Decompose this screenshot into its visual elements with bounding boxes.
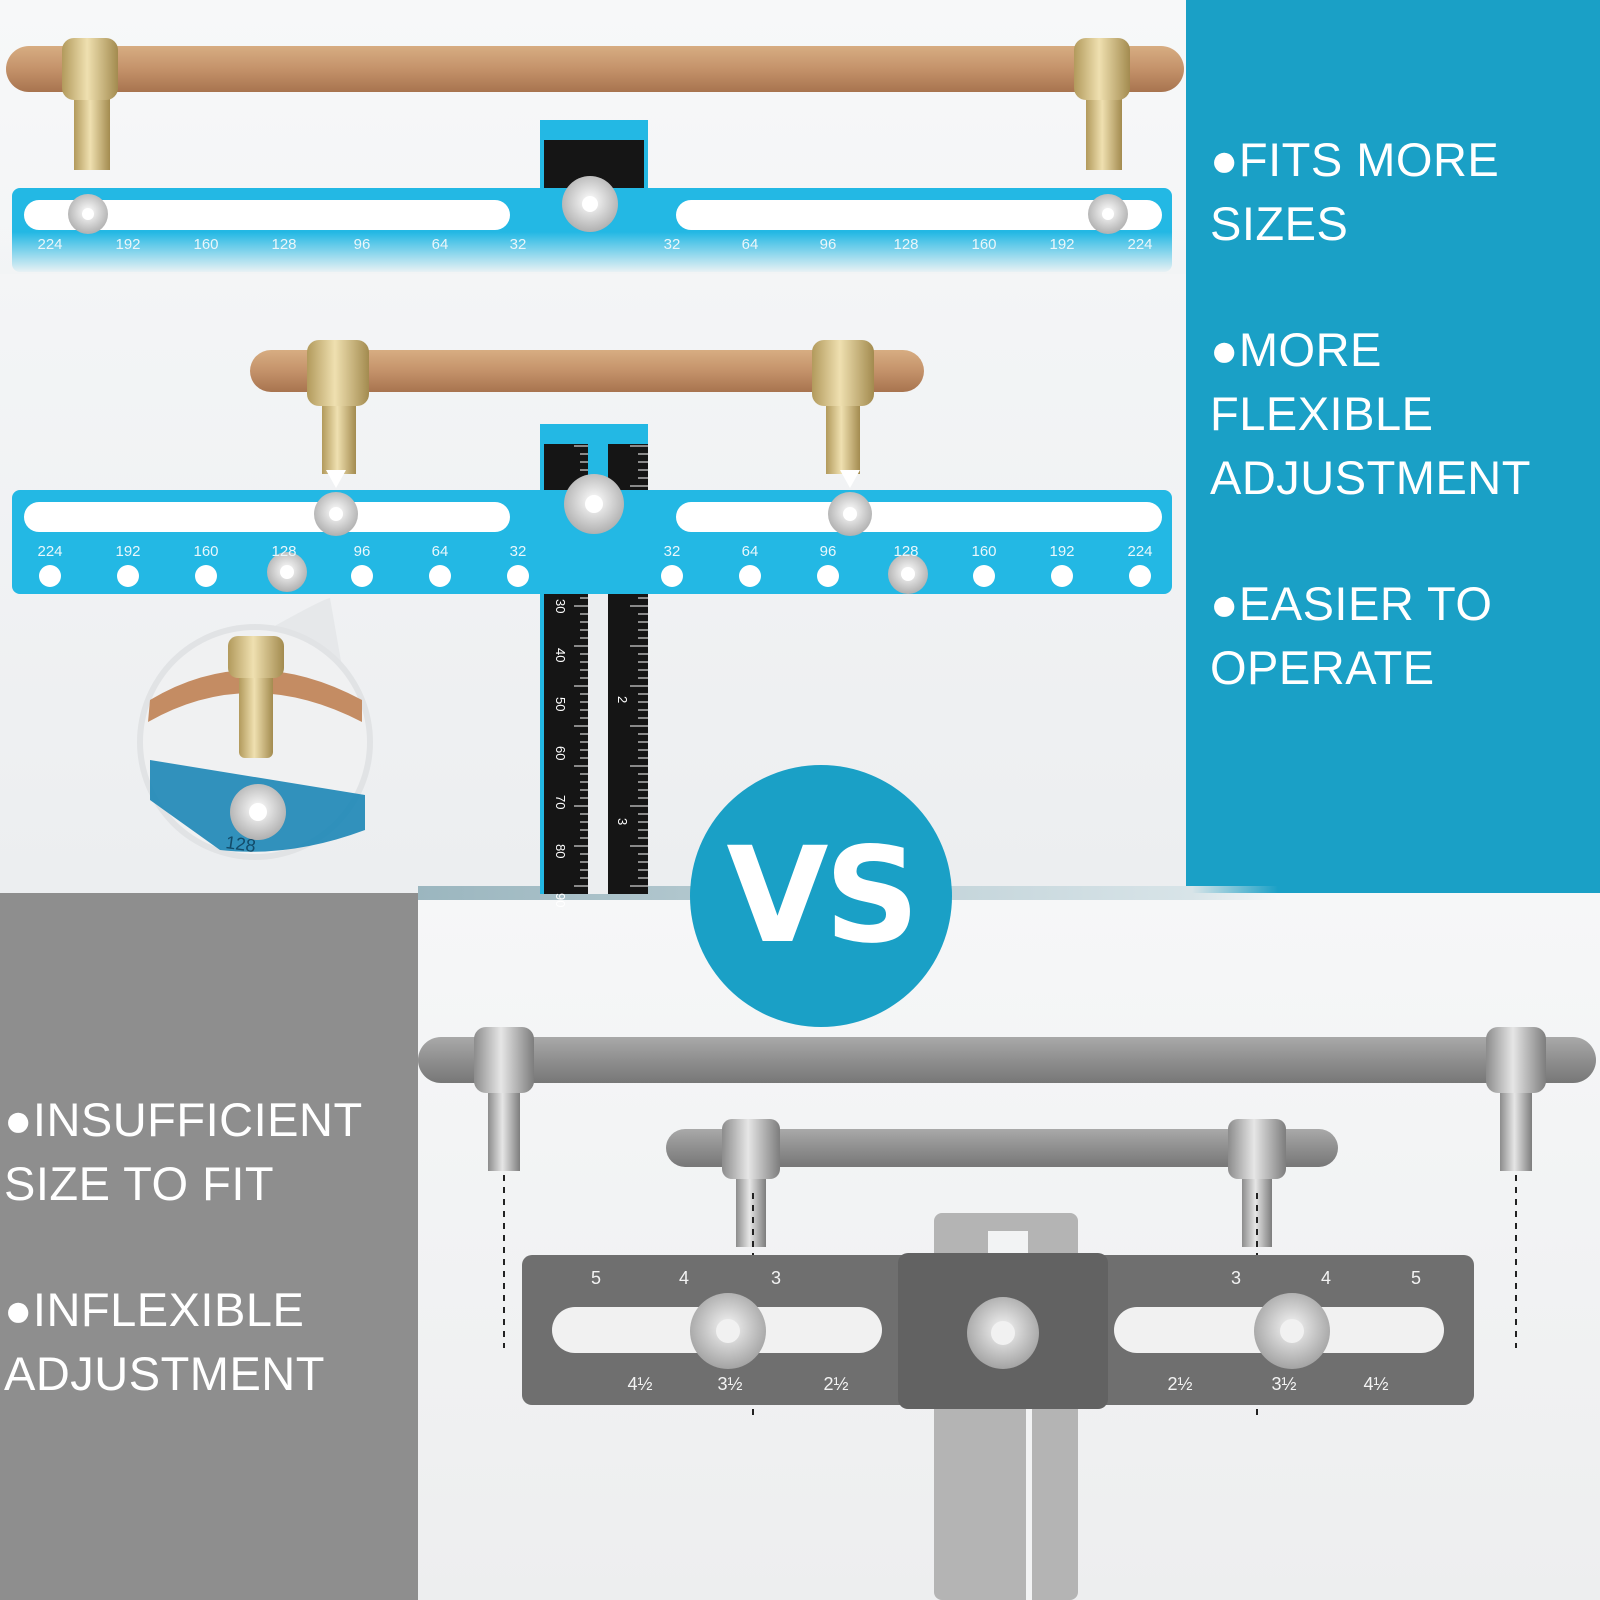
ruler-mm-label: 50 bbox=[553, 697, 568, 711]
old-scale-label: 4½ bbox=[627, 1374, 652, 1394]
old-scale-label: 3½ bbox=[717, 1374, 742, 1394]
short-handle bbox=[250, 340, 924, 474]
scale-label: 192 bbox=[1049, 543, 1074, 560]
scale-label: 224 bbox=[1127, 543, 1152, 560]
old-scale-label: 3 bbox=[1231, 1268, 1241, 1288]
old-scale-label: 5 bbox=[591, 1268, 601, 1288]
scale-label: 128 bbox=[271, 543, 296, 560]
drawbacks-panel bbox=[0, 893, 418, 1600]
ruler-mm-label: 60 bbox=[553, 746, 568, 760]
scale-label: 160 bbox=[971, 543, 996, 560]
drawback-insufficient-size: ●INSUFFICIENT SIZE TO FIT bbox=[4, 1093, 363, 1210]
template-hole bbox=[39, 565, 61, 587]
ruler-mm-label: 90 bbox=[553, 893, 568, 907]
ruler-inch-label: 3 bbox=[615, 818, 630, 825]
feature-fits-more-sizes: ●FITS MORE SIZES bbox=[1210, 133, 1500, 250]
template-hole bbox=[1051, 565, 1073, 587]
long-handle bbox=[6, 38, 1184, 170]
zoom-scale-label: 128 bbox=[224, 832, 257, 856]
ruler-mm-label: 30 bbox=[553, 599, 568, 613]
old-tool-illustration: 5 4 3 3 4 5 4½ 3½ 2½ 2½ 3½ 4½ bbox=[418, 1027, 1596, 1600]
ruler-mm-label: 40 bbox=[553, 648, 568, 662]
scale-label: 96 bbox=[354, 543, 371, 560]
template-hole bbox=[661, 565, 683, 587]
old-scale-label: 4 bbox=[1321, 1268, 1331, 1288]
template-hole bbox=[429, 565, 451, 587]
scale-label: 64 bbox=[432, 543, 449, 560]
template-hole bbox=[351, 565, 373, 587]
old-scale-label: 3 bbox=[771, 1268, 781, 1288]
template-hole bbox=[739, 565, 761, 587]
scale-label: 192 bbox=[115, 543, 140, 560]
scale-label: 128 bbox=[893, 543, 918, 560]
old-scale-label: 4 bbox=[679, 1268, 689, 1288]
template-hole bbox=[117, 565, 139, 587]
scale-label: 32 bbox=[510, 543, 527, 560]
feature-easier-to-operate: ●EASIER TO OPERATE bbox=[1210, 577, 1493, 694]
scale-label: 96 bbox=[820, 543, 837, 560]
old-scale-label: 4½ bbox=[1363, 1374, 1388, 1394]
old-scale-label: 3½ bbox=[1271, 1374, 1296, 1394]
template-hole bbox=[817, 565, 839, 587]
vs-label: VS bbox=[726, 819, 919, 973]
vs-badge: VS bbox=[690, 765, 952, 1027]
scale-label: 224 bbox=[37, 543, 62, 560]
ruler-inch-label: 2 bbox=[615, 696, 630, 703]
benefits-panel bbox=[1186, 0, 1600, 896]
scale-label: 160 bbox=[193, 543, 218, 560]
feature-flexible-adjustment: ●MORE FLEXIBLE ADJUSTMENT bbox=[1210, 323, 1531, 504]
old-scale-label: 2½ bbox=[823, 1374, 848, 1394]
template-hole bbox=[1129, 565, 1151, 587]
ruler-mm-label: 80 bbox=[553, 844, 568, 858]
template-hole bbox=[195, 565, 217, 587]
drawback-inflexible-adjustment: ●INFLEXIBLE ADJUSTMENT bbox=[4, 1283, 325, 1400]
zoom-detail-bubble: 128 bbox=[137, 598, 373, 860]
ruler-mm-label: 70 bbox=[553, 795, 568, 809]
template-hole bbox=[973, 565, 995, 587]
scale-label: 32 bbox=[664, 543, 681, 560]
template-hole bbox=[507, 565, 529, 587]
template-bar-main bbox=[12, 470, 1172, 594]
old-scale-label: 2½ bbox=[1167, 1374, 1192, 1394]
scale-label: 64 bbox=[742, 543, 759, 560]
old-scale-label: 5 bbox=[1411, 1268, 1421, 1288]
